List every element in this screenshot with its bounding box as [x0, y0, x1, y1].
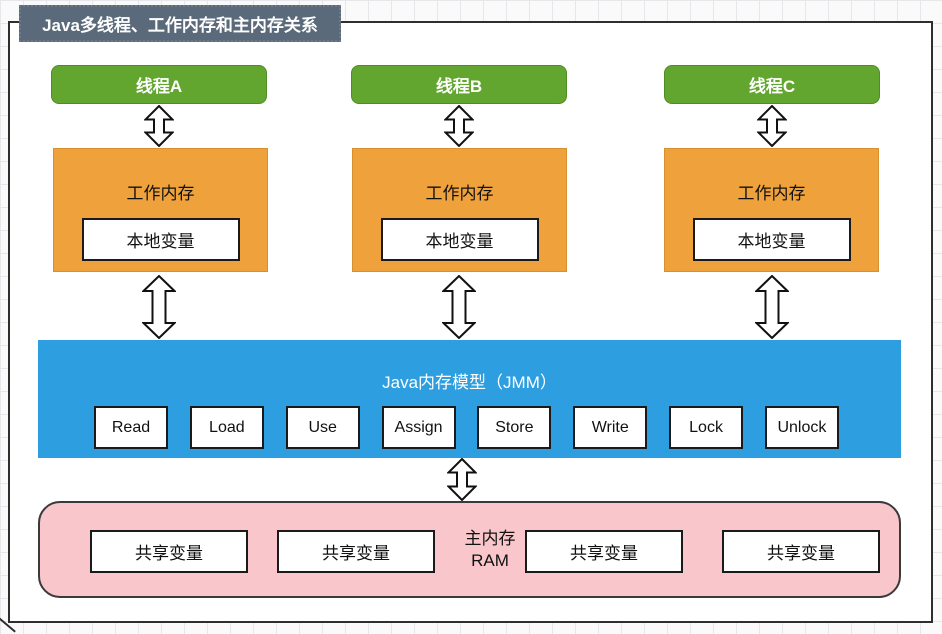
op-store-box[interactable]: Store [477, 406, 552, 449]
double-arrow-icon[interactable] [446, 457, 478, 502]
local-var-a-box[interactable]: 本地变量 [81, 218, 240, 261]
working-memory-a-label: 工作内存 [126, 184, 195, 203]
op-use-label: Use [308, 418, 337, 436]
shared-var-box[interactable]: 共享变量 [277, 530, 435, 573]
op-load-label: Load [209, 418, 245, 436]
diagram-title: Java多线程、工作内存和主内存关系 [42, 16, 318, 35]
thread-b-label: 线程B [435, 77, 483, 96]
double-arrow-icon[interactable] [141, 274, 177, 340]
shared-var-label: 共享变量 [767, 544, 835, 563]
thread-b-box[interactable]: 线程B [351, 65, 567, 104]
main-memory-box[interactable]: 共享变量 共享变量 主内存 RAM 共享变量 共享变量 [38, 501, 901, 598]
local-var-c-label: 本地变量 [737, 232, 806, 251]
shared-var-box[interactable]: 共享变量 [722, 530, 880, 573]
double-arrow-icon[interactable] [441, 274, 477, 340]
working-memory-a-box[interactable]: 工作内存 本地变量 [53, 148, 268, 272]
thread-c-box[interactable]: 线程C [664, 65, 880, 104]
op-write-box[interactable]: Write [573, 406, 648, 449]
local-var-b-label: 本地变量 [425, 232, 494, 251]
working-memory-b-box[interactable]: 工作内存 本地变量 [352, 148, 567, 272]
op-read-box[interactable]: Read [94, 406, 168, 449]
shared-var-box[interactable]: 共享变量 [525, 530, 683, 573]
working-memory-b-label: 工作内存 [425, 184, 494, 203]
thread-a-label: 线程A [135, 77, 183, 96]
jmm-box[interactable]: Java内存模型（JMM） Read Load Use Assign Store… [38, 340, 901, 458]
op-load-box[interactable]: Load [189, 406, 264, 449]
double-arrow-icon[interactable] [754, 274, 790, 340]
main-memory-name: 主内存 [464, 529, 516, 548]
op-read-label: Read [111, 418, 151, 436]
op-unlock-box[interactable]: Unlock [764, 406, 839, 449]
op-assign-box[interactable]: Assign [381, 406, 456, 449]
main-memory-label: 主内存 RAM [438, 528, 542, 572]
local-var-a-label: 本地变量 [126, 232, 195, 251]
double-arrow-icon[interactable] [756, 104, 788, 148]
main-memory-type: RAM [471, 551, 509, 570]
op-use-box[interactable]: Use [285, 406, 360, 449]
shared-var-label: 共享变量 [135, 544, 203, 563]
op-store-label: Store [495, 418, 534, 436]
op-write-label: Write [591, 418, 629, 436]
op-assign-label: Assign [394, 418, 443, 436]
local-var-b-box[interactable]: 本地变量 [380, 218, 539, 261]
jmm-title: Java内存模型（JMM） [382, 373, 557, 392]
shared-var-box[interactable]: 共享变量 [90, 530, 248, 573]
shared-var-label: 共享变量 [322, 544, 390, 563]
double-arrow-icon[interactable] [143, 104, 175, 148]
double-arrow-icon[interactable] [443, 104, 475, 148]
op-lock-box[interactable]: Lock [669, 406, 744, 449]
op-unlock-label: Unlock [777, 418, 827, 436]
thread-a-box[interactable]: 线程A [51, 65, 267, 104]
shared-var-label: 共享变量 [570, 544, 638, 563]
diagram-title-box[interactable]: Java多线程、工作内存和主内存关系 [19, 5, 341, 42]
working-memory-c-label: 工作内存 [737, 184, 806, 203]
jmm-operations-row: Read Load Use Assign Store Write Lock Un… [94, 406, 839, 449]
op-lock-label: Lock [689, 418, 723, 436]
local-var-c-box[interactable]: 本地变量 [692, 218, 851, 261]
working-memory-c-box[interactable]: 工作内存 本地变量 [664, 148, 879, 272]
thread-c-label: 线程C [748, 77, 796, 96]
